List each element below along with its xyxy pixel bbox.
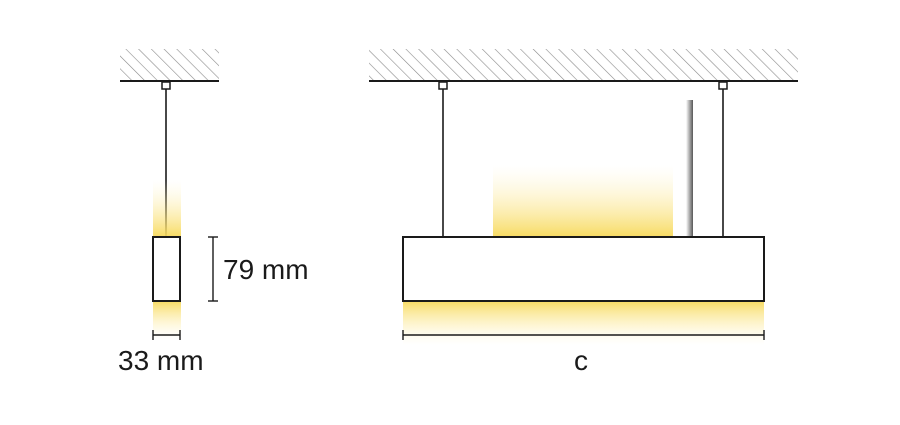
width-dimension-label: 33 mm [118,345,204,376]
downlight-glow-front [403,301,764,345]
uplight-glow-side [153,180,181,237]
cable-edge-shade [686,100,693,237]
height-dimension-label: 79 mm [223,254,309,285]
ceiling-mount-left [161,81,171,90]
luminaire-body-front [402,236,765,302]
uplight-glow-front [493,165,673,237]
downlight-glow-side [153,301,181,339]
length-dimension-label: c [574,345,588,376]
ceiling-hatch-right [369,49,798,81]
ceiling-mount-front-left [438,81,448,90]
ceiling-hatch-left [120,49,219,81]
front-view: c [369,49,798,376]
luminaire-profile-side [152,236,181,302]
ceiling-mount-front-right [718,81,728,90]
side-view: 79 mm 33 mm [118,49,309,376]
